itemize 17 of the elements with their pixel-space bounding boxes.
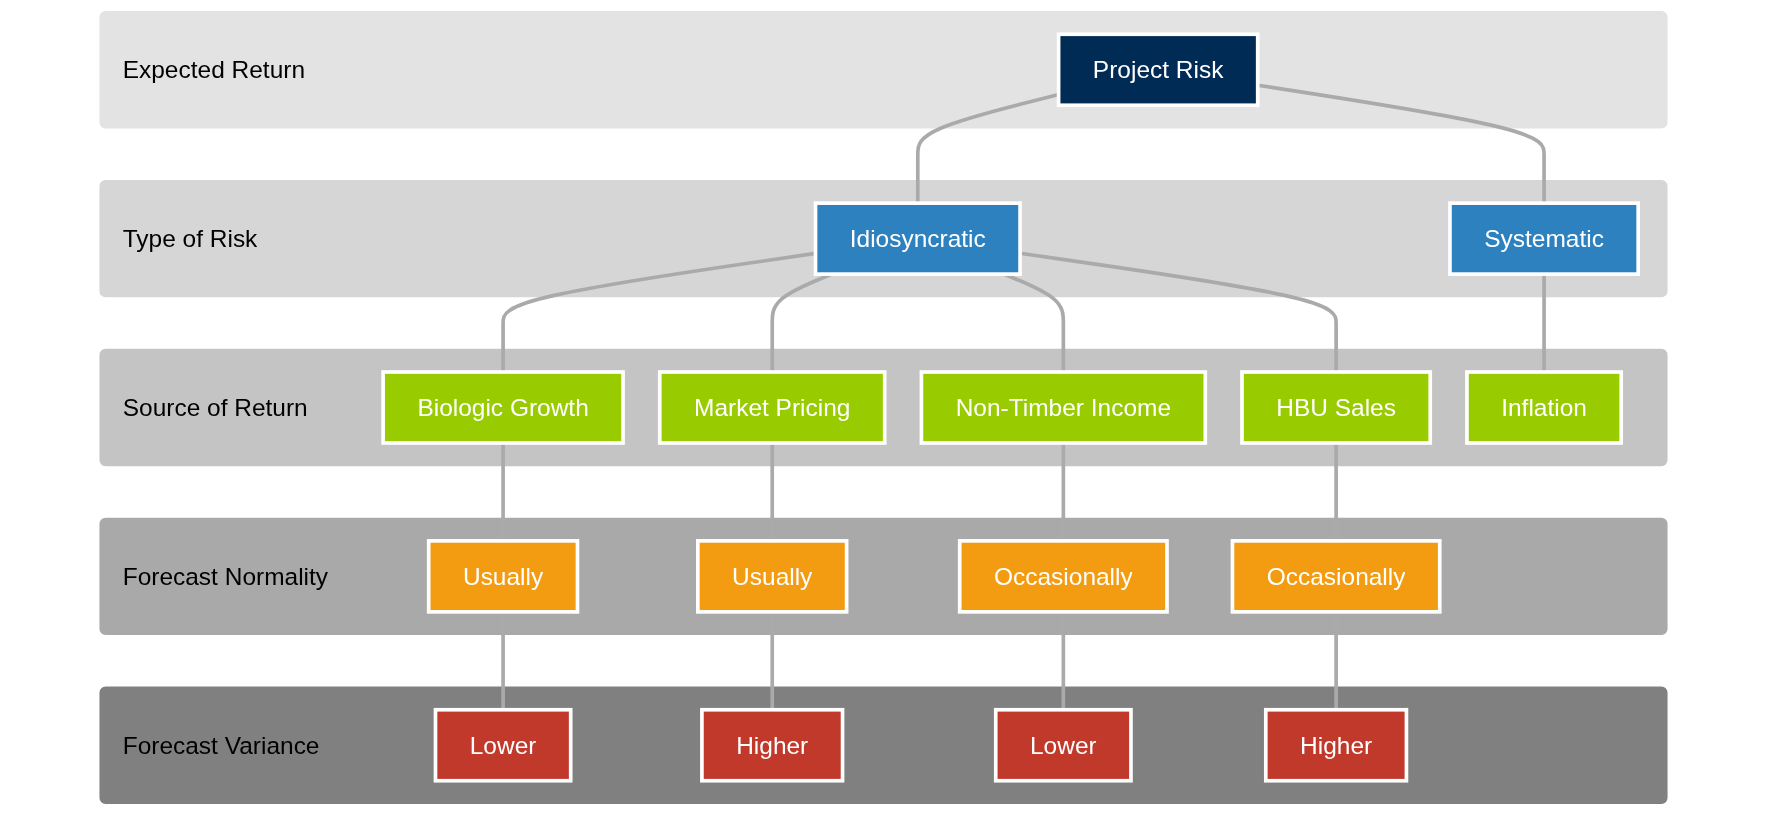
node-box: Lower <box>433 707 573 783</box>
node-box: Higher <box>1263 707 1409 783</box>
node-box: Non-Timber Income <box>919 370 1208 445</box>
node-box: Occasionally <box>957 539 1169 614</box>
node-box: Higher <box>700 707 845 783</box>
node-box: Systematic <box>1448 201 1640 276</box>
node-box: Usually <box>426 539 580 614</box>
node-box: Idiosyncratic <box>813 201 1022 276</box>
node-box: Market Pricing <box>657 370 887 445</box>
node-box: Biologic Growth <box>381 370 625 445</box>
connector <box>1542 274 1546 372</box>
node-box: Lower <box>993 707 1133 783</box>
node-box: Occasionally <box>1230 539 1442 614</box>
node-box: HBU Sales <box>1240 370 1433 445</box>
node-box: Usually <box>696 539 849 614</box>
node-box: Inflation <box>1465 370 1624 445</box>
node-box: Project Risk <box>1056 32 1260 108</box>
